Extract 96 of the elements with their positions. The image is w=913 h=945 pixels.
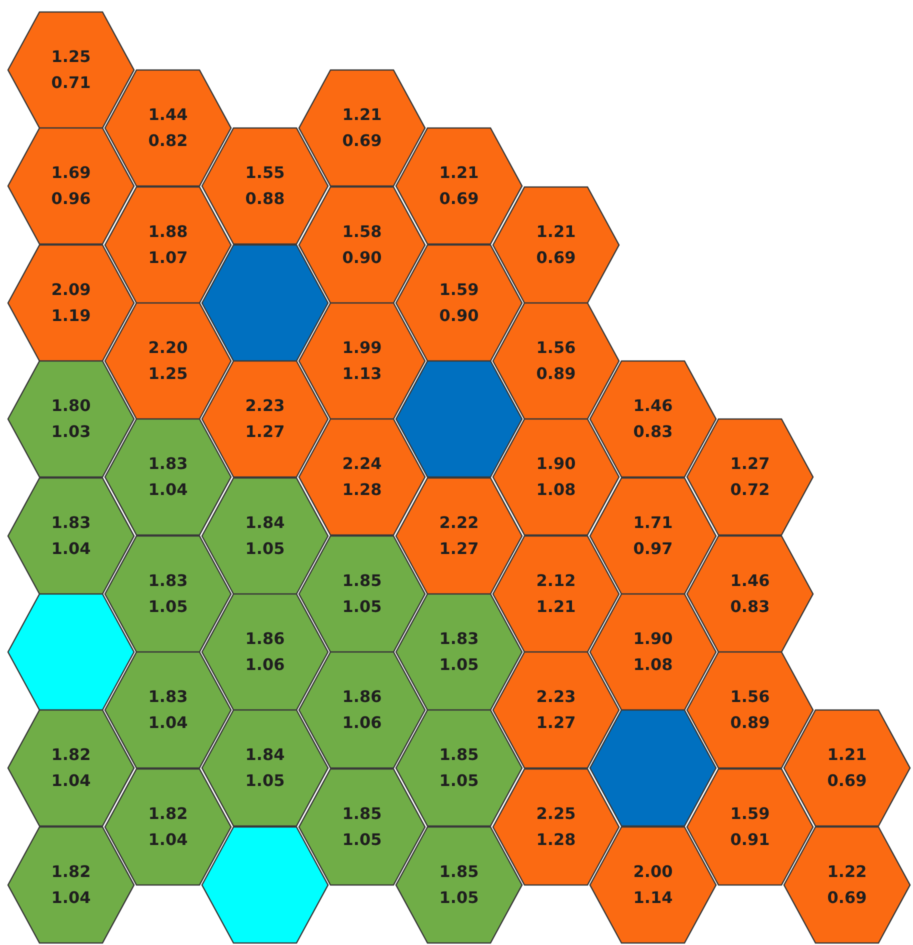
value-label: 1.55 [245, 162, 285, 184]
value-label: 1.27 [245, 421, 285, 444]
value-label: 1.04 [148, 828, 188, 851]
value-label: 1.82 [51, 744, 91, 766]
value-label: 1.71 [633, 512, 673, 534]
value-label: 0.69 [827, 770, 867, 792]
value-label: 1.56 [730, 686, 770, 708]
value-label: 0.82 [148, 130, 188, 152]
value-label: 2.20 [148, 337, 188, 359]
value-label: 0.90 [342, 246, 382, 269]
value-label: 1.83 [148, 570, 188, 592]
value-label: 1.05 [439, 654, 479, 676]
value-label: 1.82 [148, 802, 188, 825]
value-label: 2.23 [245, 395, 285, 418]
value-label: 1.21 [342, 104, 382, 126]
value-label: 1.14 [633, 886, 673, 909]
value-label: 1.59 [439, 278, 479, 301]
value-label: 2.09 [51, 278, 91, 301]
value-label: 1.04 [148, 712, 188, 734]
value-label: 1.82 [51, 860, 91, 883]
value-label: 1.05 [439, 886, 479, 909]
value-label: 1.25 [51, 46, 91, 68]
value-label: 1.90 [536, 453, 576, 476]
value-label: 0.72 [730, 479, 770, 502]
value-label: 1.22 [827, 860, 867, 883]
value-label: 0.91 [730, 828, 770, 851]
value-label: 1.58 [342, 220, 382, 243]
value-label: 2.24 [342, 453, 382, 476]
value-label: 1.59 [730, 802, 770, 825]
value-label: 1.05 [245, 770, 285, 792]
value-label: 1.83 [148, 453, 188, 476]
value-label: 1.03 [51, 421, 91, 444]
value-label: 1.83 [148, 686, 188, 708]
value-label: 1.27 [730, 453, 770, 476]
value-label: 1.99 [342, 337, 382, 359]
value-label: 2.22 [439, 512, 479, 534]
value-label: 1.05 [148, 596, 188, 618]
value-label: 1.21 [439, 162, 479, 184]
value-label: 1.28 [342, 479, 382, 502]
value-label: 1.86 [245, 628, 285, 650]
value-label: 1.69 [51, 162, 91, 184]
value-label: 1.88 [148, 220, 188, 243]
value-label: 0.83 [633, 421, 673, 444]
value-label: 1.19 [51, 304, 91, 327]
value-label: 1.84 [245, 744, 285, 766]
value-label: 1.05 [245, 538, 285, 560]
value-label: 1.85 [342, 802, 382, 825]
value-label: 1.86 [342, 686, 382, 708]
value-label: 1.05 [439, 770, 479, 792]
value-label: 1.80 [51, 395, 91, 418]
value-label: 0.69 [439, 188, 479, 210]
value-label: 1.27 [439, 538, 479, 560]
value-label: 1.85 [342, 570, 382, 592]
value-label: 1.84 [245, 512, 285, 534]
value-label: 1.05 [342, 828, 382, 851]
value-label: 1.21 [536, 596, 576, 618]
value-label: 1.46 [730, 570, 770, 592]
value-label: 1.85 [439, 744, 479, 766]
value-label: 1.06 [342, 712, 382, 734]
value-label: 1.46 [633, 395, 673, 418]
value-label: 1.04 [51, 538, 91, 560]
value-label: 1.44 [148, 104, 188, 126]
value-label: 1.04 [51, 770, 91, 792]
value-label: 2.00 [633, 860, 673, 883]
value-label: 1.08 [536, 479, 576, 502]
value-label: 1.05 [342, 596, 382, 618]
value-label: 1.13 [342, 363, 382, 385]
value-label: 1.28 [536, 828, 576, 851]
value-label: 1.21 [827, 744, 867, 766]
value-label: 1.83 [51, 512, 91, 534]
value-label: 1.21 [536, 220, 576, 243]
value-label: 1.07 [148, 246, 188, 269]
value-label: 1.25 [148, 363, 188, 385]
value-label: 1.90 [633, 628, 673, 650]
value-label: 0.97 [633, 538, 673, 560]
value-label: 0.69 [536, 246, 576, 269]
value-label: 1.04 [148, 479, 188, 502]
value-label: 2.25 [536, 802, 576, 825]
value-label: 1.06 [245, 654, 285, 676]
value-label: 1.27 [536, 712, 576, 734]
value-label: 0.89 [536, 363, 576, 385]
value-label: 1.08 [633, 654, 673, 676]
value-label: 1.83 [439, 628, 479, 650]
value-label: 1.56 [536, 337, 576, 359]
value-label: 0.89 [730, 712, 770, 734]
value-label: 0.96 [51, 188, 91, 210]
value-label: 0.69 [827, 886, 867, 909]
value-label: 0.88 [245, 188, 285, 210]
value-label: 1.04 [51, 886, 91, 909]
value-label: 0.71 [51, 72, 91, 94]
value-label: 0.69 [342, 130, 382, 152]
value-label: 2.23 [536, 686, 576, 708]
value-label: 2.12 [536, 570, 576, 592]
value-label: 0.90 [439, 304, 479, 327]
value-label: 1.85 [439, 860, 479, 883]
value-label: 0.83 [730, 596, 770, 618]
